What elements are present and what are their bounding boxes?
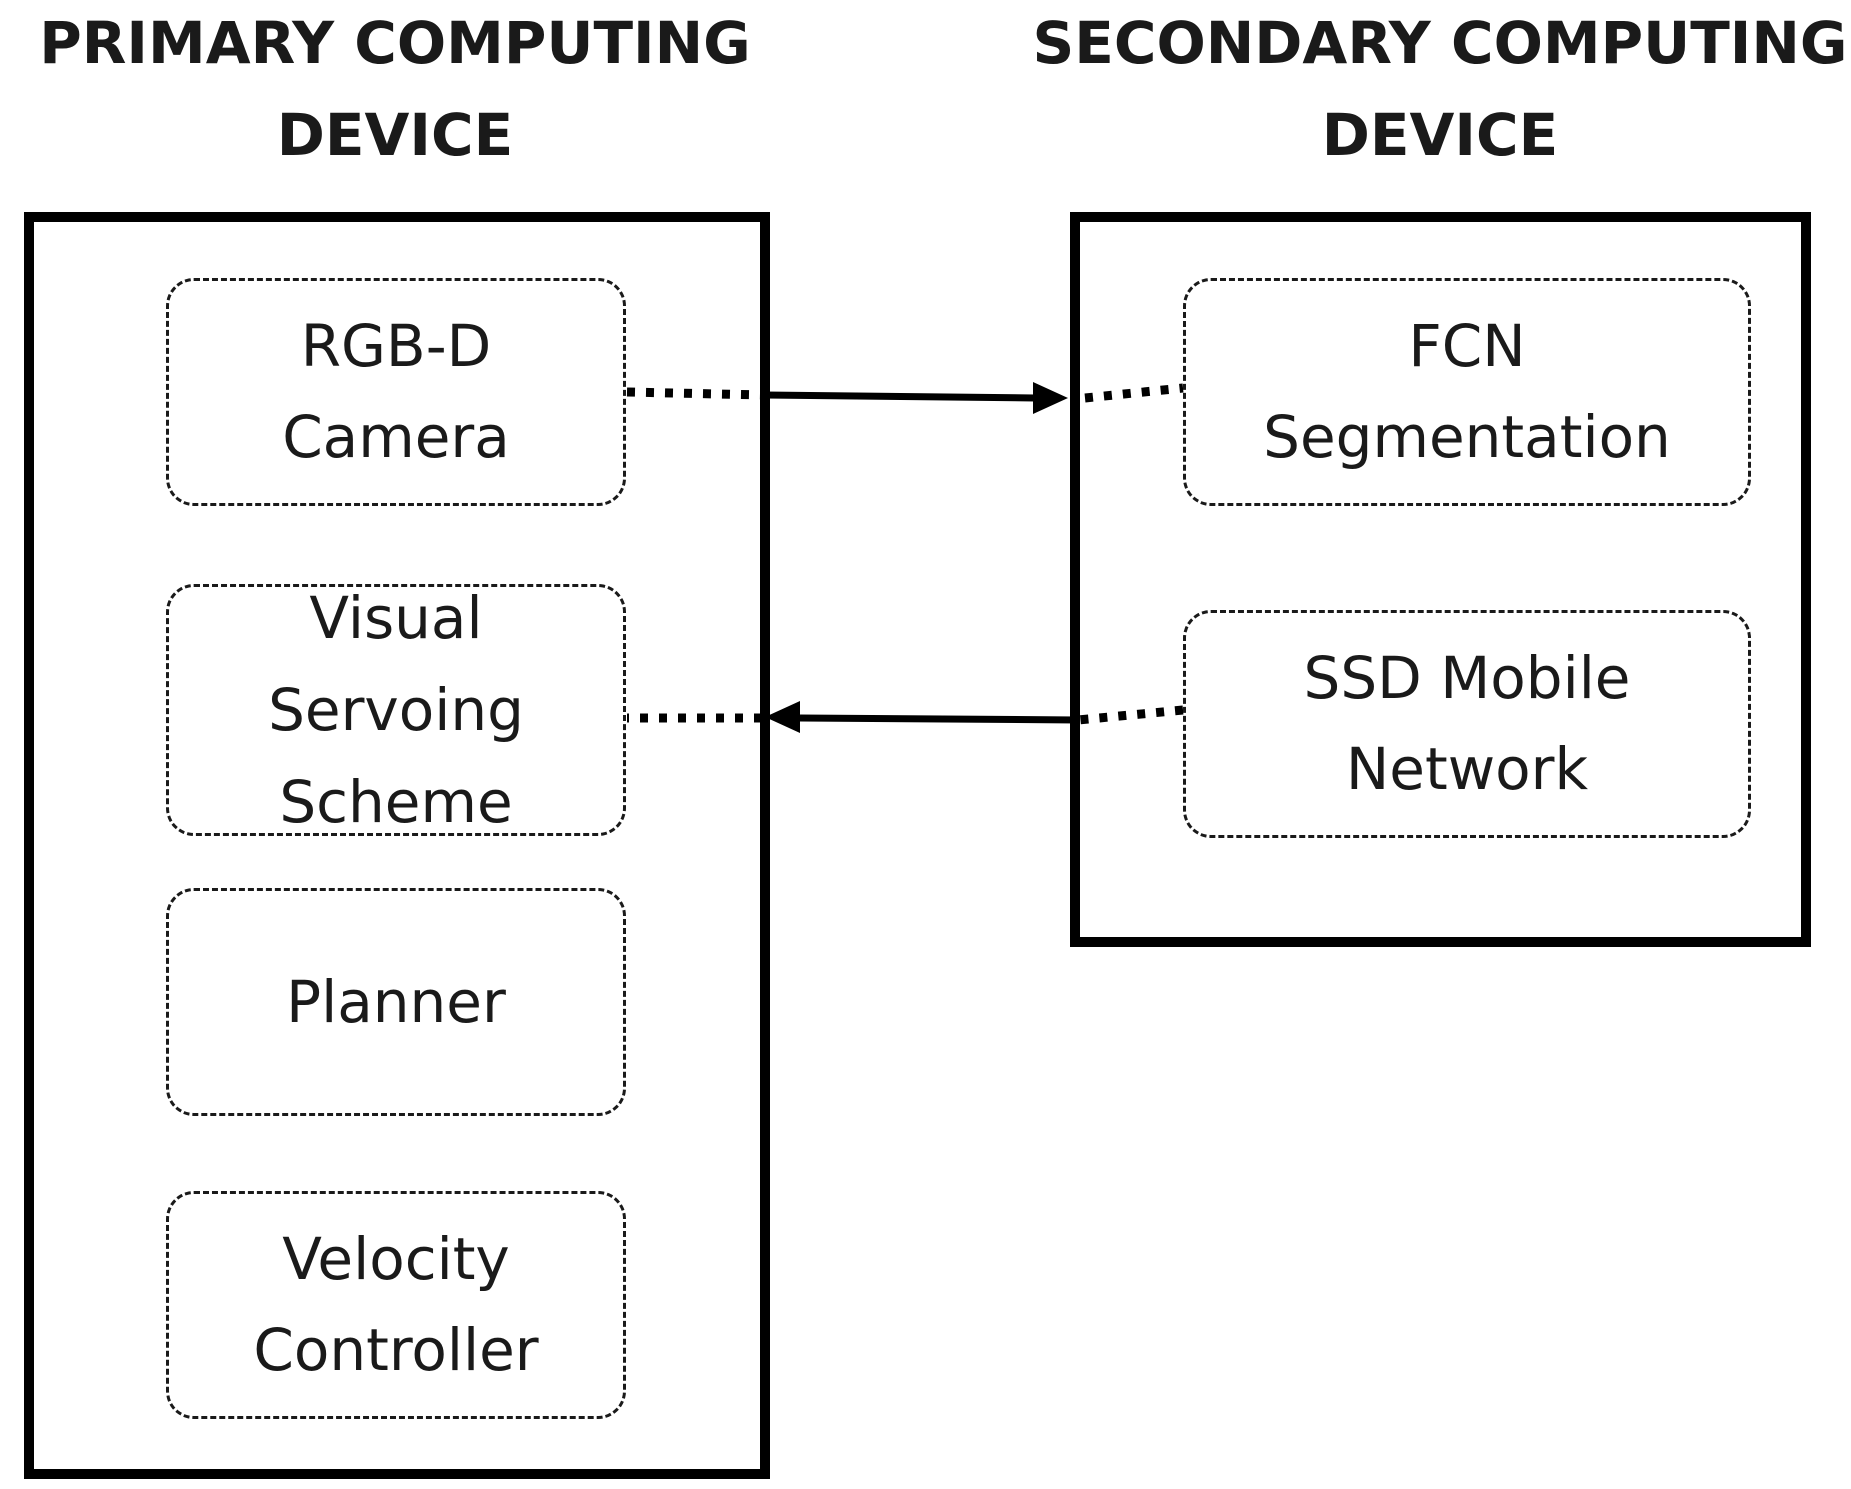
primary-device-heading: PRIMARY COMPUTING DEVICE [20,0,770,181]
module-velocity-controller-line-1: Velocity [282,1225,510,1293]
module-rgbd-camera: RGB-D Camera [166,278,626,506]
primary-heading-line-1: PRIMARY COMPUTING [39,9,751,77]
module-planner-label: Planner [286,967,506,1036]
module-planner: Planner [166,888,626,1116]
secondary-device-heading: SECONDARY COMPUTING DEVICE [1020,0,1851,181]
secondary-heading-line-1: SECONDARY COMPUTING [1032,9,1848,77]
module-rgbd-camera-line-1: RGB-D [300,312,492,380]
arrowhead-left-icon [765,701,800,733]
primary-heading-line-2: DEVICE [276,101,514,169]
module-ssd-mobile-network: SSD Mobile Network [1183,610,1751,838]
arrowhead-right-icon [1033,382,1068,414]
module-visual-servoing-line-3: Scheme [279,768,513,836]
module-visual-servoing-line-2: Servoing [268,676,524,744]
module-velocity-controller-line-2: Controller [253,1316,539,1384]
secondary-heading-line-2: DEVICE [1321,101,1559,169]
module-rgbd-camera-line-2: Camera [282,403,510,471]
module-ssd-mobile-network-line-2: Network [1345,735,1589,803]
primary-computing-device-box [24,212,770,1479]
module-fcn-segmentation: FCN Segmentation [1183,278,1751,506]
module-velocity-controller: Velocity Controller [166,1191,626,1419]
module-fcn-segmentation-line-2: Segmentation [1263,403,1671,471]
module-ssd-mobile-network-line-1: SSD Mobile [1303,644,1631,712]
arrow-line-ssd-to-visual [799,714,1079,724]
arrow-line-rgbd-to-fcn [764,391,1036,402]
module-visual-servoing-line-1: Visual [309,584,483,652]
module-fcn-segmentation-line-1: FCN [1408,312,1526,380]
module-visual-servoing-scheme: Visual Servoing Scheme [166,584,626,836]
